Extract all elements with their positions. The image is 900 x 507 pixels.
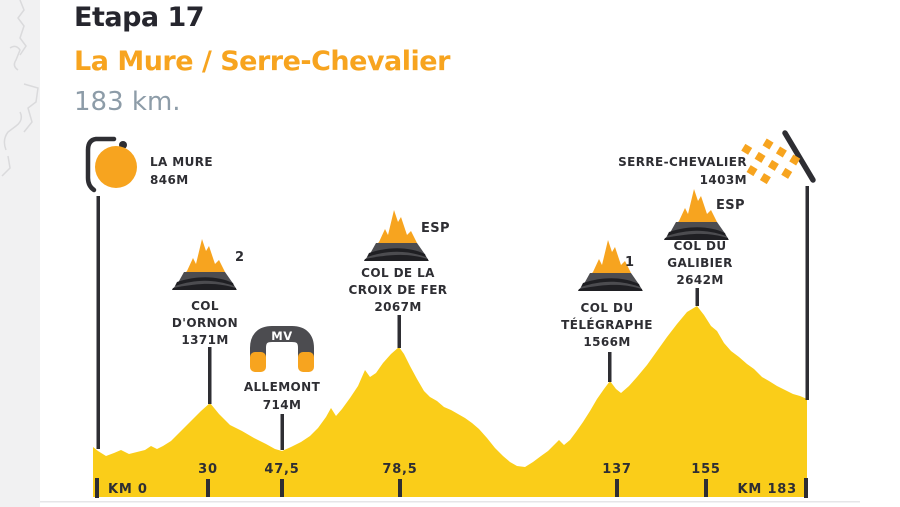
climb-croix-elevation: 2067M — [374, 300, 421, 314]
climb-telegraphe-line1: COL DU — [581, 301, 634, 315]
finish-name-label: SERRE-CHEVALIER — [618, 155, 747, 169]
category-badge-croix-de-fer: ESP — [421, 221, 450, 236]
distance-label: 183 km. — [74, 87, 181, 117]
axis-tick-155 — [704, 479, 708, 497]
cyclist-icon — [85, 136, 137, 193]
elevation-profile-area — [93, 306, 807, 497]
start-name-label: LA MURE — [150, 155, 213, 169]
sprint-badge-label: MV — [271, 329, 293, 343]
callout-tick-allemont — [280, 414, 284, 450]
axis-tick-km0 — [95, 478, 99, 498]
sprint-elevation-label: 714M — [263, 398, 302, 412]
finish-elevation-label: 1403M — [700, 173, 747, 187]
axis-tick-137 — [615, 479, 619, 497]
axis-label-137: 137 — [602, 462, 632, 477]
map-outline-decoration — [1, 0, 39, 177]
bottom-divider — [40, 501, 860, 503]
climb-ornon-line2: D'ORNON — [172, 316, 238, 330]
axis-label-78-5: 78,5 — [382, 462, 417, 477]
climb-croix-line1: COL DE LA — [361, 266, 435, 280]
climb-galibier-line1: COL DU — [674, 239, 727, 253]
start-line — [96, 196, 100, 449]
callout-tick-galibier — [695, 288, 699, 306]
start-elevation-label: 846M — [150, 173, 189, 187]
category-badge-galibier: ESP — [716, 198, 745, 213]
checkered-flag-icon — [741, 130, 816, 185]
callout-tick-ornon — [208, 347, 212, 404]
axis-tick-47-5 — [280, 479, 284, 497]
axis-label-km0: KM 0 — [108, 482, 148, 497]
stage-title: Etapa 17 — [74, 2, 205, 33]
map-edge-strip — [0, 0, 40, 507]
category-badge-telegraphe: 1 — [625, 255, 634, 270]
mountain-icon-galibier — [664, 189, 729, 240]
axis-label-km183: KM 183 — [738, 482, 797, 497]
climb-ornon-elevation: 1371M — [181, 333, 228, 347]
axis-tick-30 — [206, 479, 210, 497]
climb-telegraphe-line2: TÉLÉGRAPHE — [561, 317, 653, 332]
route-title: La Mure / Serre-Chevalier — [74, 46, 450, 77]
arch-banner-icon: MV — [250, 326, 314, 372]
category-badge-ornon: 2 — [235, 250, 244, 265]
axis-tick-km183 — [804, 478, 808, 498]
axis-tick-78-5 — [398, 479, 402, 497]
axis-label-30: 30 — [198, 462, 218, 477]
callout-tick-telegraphe — [608, 352, 612, 382]
climb-galibier-elevation: 2642M — [676, 273, 723, 287]
callout-tick-croix-de-fer — [397, 315, 401, 348]
finish-line — [805, 186, 809, 400]
climb-telegraphe-elevation: 1566M — [583, 335, 630, 349]
axis-label-47-5: 47,5 — [264, 462, 299, 477]
mountain-icon-croix-de-fer — [364, 210, 429, 261]
sprint-name-label: ALLEMONT — [244, 380, 321, 394]
climb-galibier-line2: GALIBIER — [667, 256, 733, 270]
mountain-icon-ornon — [172, 239, 237, 290]
climb-ornon-line1: COL — [191, 299, 219, 313]
axis-label-155: 155 — [691, 462, 721, 477]
climb-croix-line2: CROIX DE FER — [349, 283, 448, 297]
